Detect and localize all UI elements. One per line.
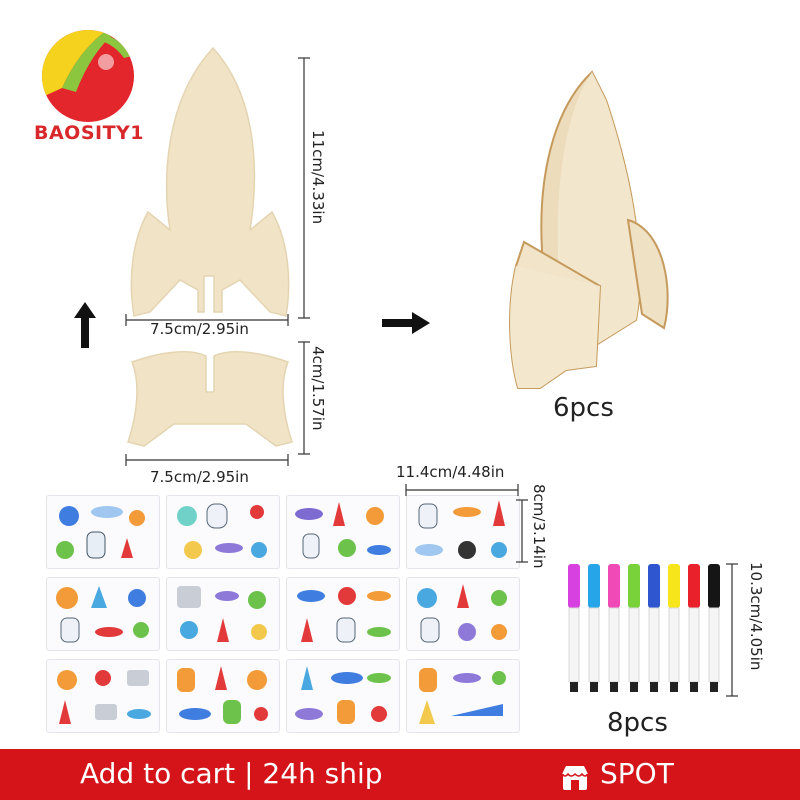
dimension-lines-stickers <box>405 484 528 563</box>
arrow-right-icon <box>382 312 430 334</box>
marker-pen <box>688 564 700 692</box>
rocket-base-flat-image <box>127 351 293 447</box>
marker-pen <box>628 564 640 692</box>
brand-logo-icon <box>42 30 134 122</box>
sticker-sheet <box>286 495 400 569</box>
shop-icon <box>561 766 589 790</box>
marker-pen <box>608 564 620 692</box>
dimension-lines-body <box>125 57 310 466</box>
marker-pen <box>708 564 720 692</box>
space-stickers-icon <box>177 666 268 724</box>
space-stickers-icon <box>56 506 145 559</box>
marker-pen <box>668 564 680 692</box>
space-stickers-icon <box>177 503 267 559</box>
space-stickers-icon <box>419 668 506 724</box>
base-width-label: 7.5cm/2.95in <box>150 468 249 486</box>
space-stickers-icon <box>177 586 267 642</box>
brand-name: BAOSITY1 <box>34 122 145 144</box>
sticker-width-label: 11.4cm/4.48in <box>396 463 505 481</box>
marker-pen <box>588 564 600 692</box>
sticker-sheet <box>406 577 520 651</box>
marker-height-label: 10.3cm/4.05in <box>747 562 765 671</box>
marker-pen <box>648 564 660 692</box>
spot-label: SPOT <box>600 757 674 790</box>
space-stickers-icon <box>415 500 507 559</box>
sticker-sheet <box>406 495 520 569</box>
sticker-sheets-grid <box>46 495 526 745</box>
body-height-label: 11cm/4.33in <box>309 130 327 225</box>
arrow-up-icon <box>74 302 96 348</box>
sticker-sheet <box>286 577 400 651</box>
space-stickers-icon <box>295 666 391 724</box>
sticker-sheet <box>46 577 160 651</box>
marker-pen <box>568 564 580 692</box>
dimension-lines-markers <box>726 563 738 697</box>
sticker-sheet <box>406 659 520 733</box>
body-width-label: 7.5cm/2.95in <box>150 320 249 338</box>
markers-image <box>568 564 720 692</box>
sticker-sheet <box>46 659 160 733</box>
sticker-sheet <box>286 659 400 733</box>
sticker-sheet <box>166 495 280 569</box>
space-stickers-icon <box>295 502 391 559</box>
sticker-height-label: 8cm/3.14in <box>530 484 548 569</box>
base-height-label: 4cm/1.57in <box>309 346 327 431</box>
marker-count: 8pcs <box>607 708 668 738</box>
space-stickers-icon <box>56 586 149 643</box>
bottom-banner <box>0 749 800 800</box>
rocket-count: 6pcs <box>553 393 614 423</box>
sticker-sheet <box>166 659 280 733</box>
add-to-cart-text[interactable]: Add to cart | 24h ship <box>80 757 383 790</box>
space-stickers-icon <box>417 584 507 643</box>
rocket-body-flat-image <box>130 46 290 317</box>
rocket-assembled-image <box>509 70 669 389</box>
space-stickers-icon <box>297 587 391 643</box>
sticker-sheet <box>46 495 160 569</box>
sticker-sheet <box>166 577 280 651</box>
space-stickers-icon <box>57 670 151 724</box>
